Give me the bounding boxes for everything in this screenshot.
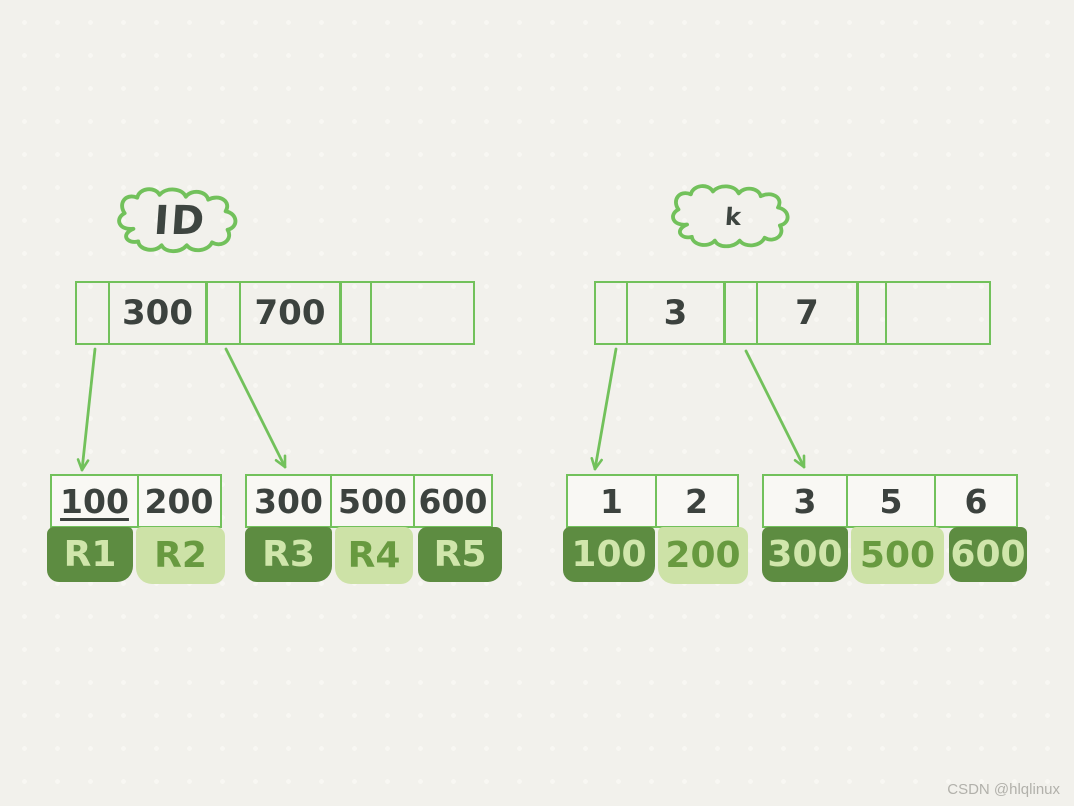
pointer-cell (856, 281, 887, 345)
record-box: 100 (563, 527, 655, 582)
record-box: R2 (136, 527, 225, 584)
empty-cell (369, 281, 475, 345)
key-cell: 3 (762, 474, 848, 528)
key-cell: 500 (329, 474, 416, 528)
record-row-k-1: 100 200 (563, 527, 748, 584)
pointer-cell (594, 281, 628, 345)
key-cell: 600 (413, 474, 493, 528)
root-node-k: 3 7 (594, 281, 991, 345)
leaf-node-k-2: 3 5 6 (762, 474, 1018, 528)
key-cell: 3 (625, 281, 726, 345)
record-box: R4 (335, 527, 413, 584)
watermark-text: CSDN @hlqlinux (947, 781, 1060, 798)
leaf-node-id-2: 300 500 600 (245, 474, 493, 528)
cloud-outline-icon (671, 184, 790, 249)
record-box: R5 (418, 527, 502, 582)
key-cell: 7 (755, 281, 859, 345)
pointer-cell (205, 281, 241, 345)
empty-cell (884, 281, 991, 345)
arrow-id-leaf1 (76, 347, 97, 472)
key-cell: 200 (136, 474, 222, 528)
arrow-k-leaf1 (590, 347, 618, 471)
cloud-label-k: k (666, 183, 800, 251)
record-box: 200 (658, 527, 748, 584)
key-cell: 700 (238, 281, 342, 345)
record-row-id-1: R1 R2 (47, 527, 225, 584)
record-box: 500 (851, 527, 944, 584)
record-box: 600 (949, 527, 1027, 582)
record-box: R1 (47, 527, 133, 582)
key-cell: 2 (654, 474, 739, 528)
arrow-id-leaf2 (224, 347, 287, 469)
pointer-cell (75, 281, 110, 345)
key-cell: 6 (934, 474, 1018, 528)
key-cell: 300 (107, 281, 208, 345)
record-box: 300 (762, 527, 848, 582)
key-cell: 5 (845, 474, 937, 528)
record-row-id-2: R3 R4 R5 (245, 527, 502, 584)
cloud-label-text: ID (152, 198, 208, 244)
cloud-label-text: k (724, 203, 742, 231)
leaf-node-k-1: 1 2 (566, 474, 739, 528)
pointer-cell (339, 281, 372, 345)
key-cell: 100 (50, 474, 139, 528)
key-cell: 300 (245, 474, 332, 528)
cloud-label-id: ID (112, 186, 248, 256)
key-cell: 1 (566, 474, 657, 528)
cloud-outline-icon (117, 187, 238, 254)
root-node-id: 300 700 (75, 281, 475, 345)
leaf-node-id-1: 100 200 (50, 474, 222, 528)
record-row-k-2: 300 500 600 (762, 527, 1027, 584)
record-box: R3 (245, 527, 332, 582)
arrow-k-leaf2 (744, 349, 806, 469)
pointer-cell (723, 281, 758, 345)
